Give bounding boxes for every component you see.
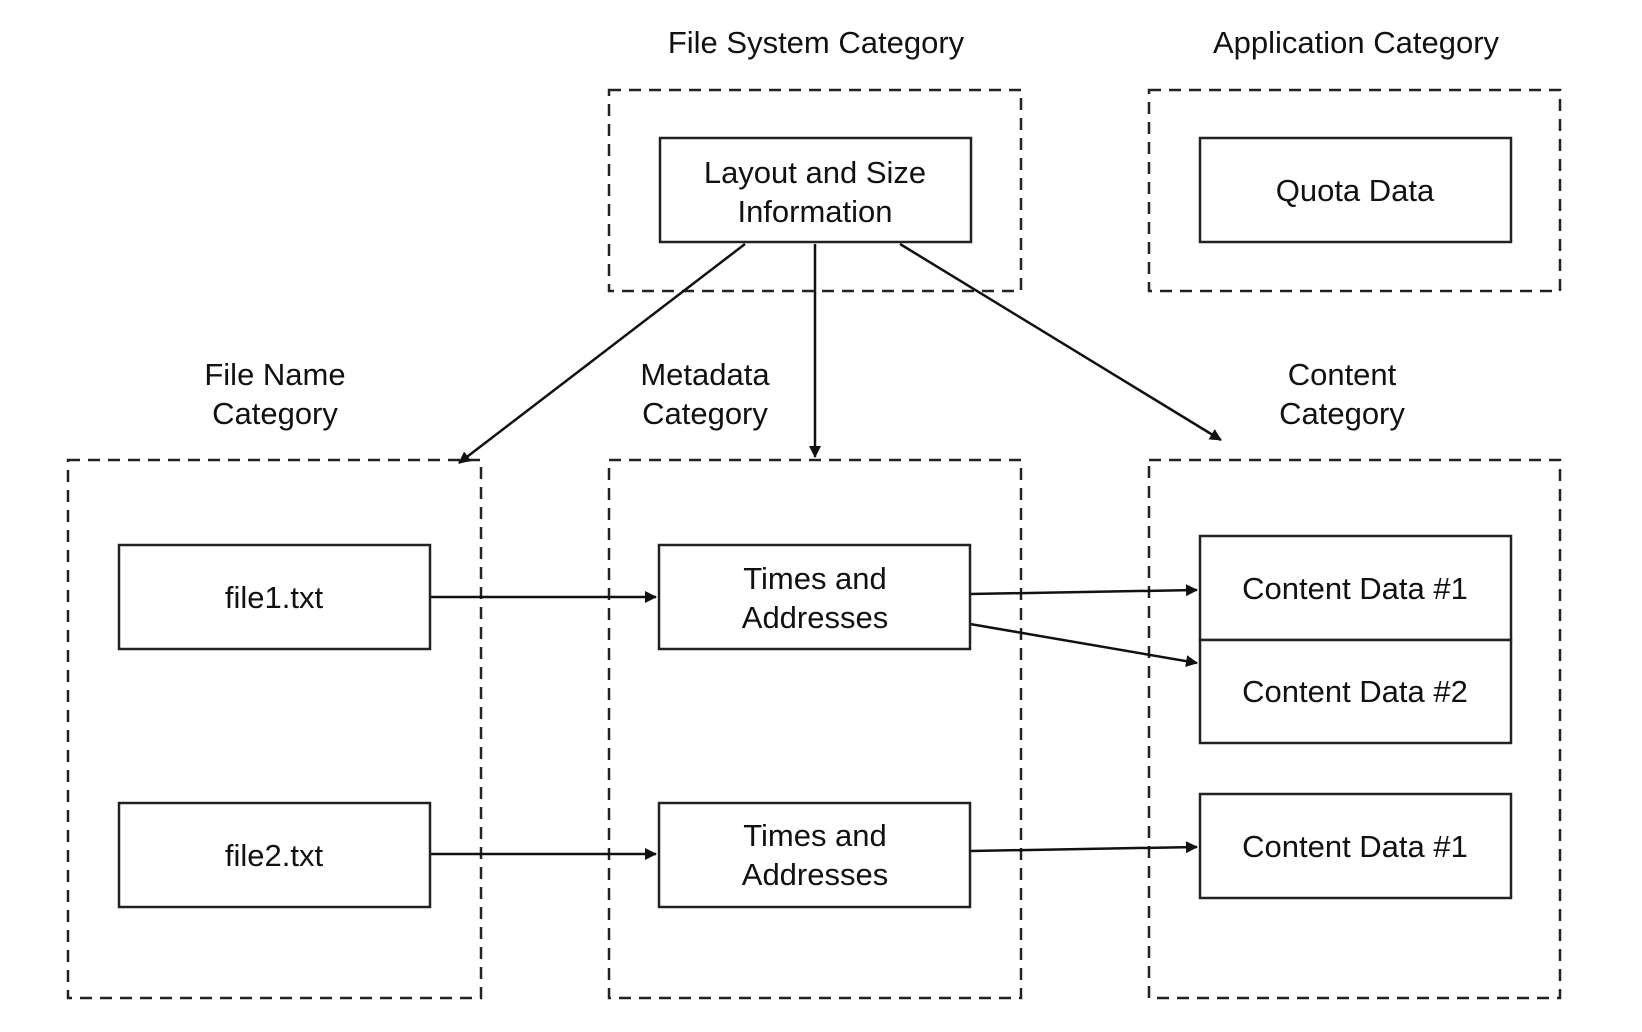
arrow-times1-to-content1 bbox=[969, 584, 1198, 597]
quota-data-box bbox=[1198, 136, 1513, 244]
layout-size-box bbox=[658, 136, 973, 244]
file1-label-line-1: file1.txt bbox=[225, 580, 324, 615]
times-addresses-1-label-line-2: Addresses bbox=[742, 600, 888, 635]
application-category-label: Application Category bbox=[1213, 25, 1500, 60]
file2-label: file2.txt bbox=[225, 838, 324, 873]
file-system-category-label-line-1: File System Category bbox=[668, 25, 965, 60]
content-data-2-label-line-1: Content Data #2 bbox=[1242, 674, 1468, 709]
file2-box bbox=[117, 801, 432, 909]
metadata-category-label-line-1: Metadata bbox=[640, 357, 770, 392]
file1-label: file1.txt bbox=[225, 580, 324, 615]
content-data-1b-box bbox=[1198, 792, 1513, 900]
times-addresses-1-label-line-1: Times and bbox=[743, 561, 887, 596]
content-data-1b-label-line-1: Content Data #1 bbox=[1242, 829, 1468, 864]
file-system-category-group bbox=[607, 88, 1023, 293]
content-category-label-line-2: Category bbox=[1279, 396, 1405, 431]
file-name-category-group bbox=[66, 458, 483, 1000]
content-data-1a-box bbox=[1198, 534, 1513, 642]
file-system-category-label: File System Category bbox=[668, 25, 965, 60]
content-category-label-line-1: Content bbox=[1288, 357, 1397, 392]
content-category-group bbox=[1147, 458, 1562, 1000]
metadata-category-group bbox=[607, 458, 1023, 1000]
content-data-1b-label: Content Data #1 bbox=[1242, 829, 1468, 864]
arrow-times1-to-content2 bbox=[969, 622, 1198, 668]
file2-label-line-1: file2.txt bbox=[225, 838, 324, 873]
file-name-category-label-line-1: File Name bbox=[204, 357, 345, 392]
layout-size-label-line-1: Layout and Size bbox=[704, 155, 926, 190]
file1-box bbox=[117, 543, 432, 651]
arrow-layout-to-file-name bbox=[458, 243, 746, 464]
times-addresses-2-label-line-2: Addresses bbox=[742, 857, 888, 892]
times-addresses-2-box bbox=[657, 801, 972, 909]
content-data-1a-label: Content Data #1 bbox=[1242, 571, 1468, 606]
layout-size-label-line-2: Information bbox=[737, 194, 892, 229]
times-addresses-2-label-line-1: Times and bbox=[743, 818, 887, 853]
content-data-2-label: Content Data #2 bbox=[1242, 674, 1468, 709]
arrow-layout-to-content bbox=[899, 242, 1222, 442]
metadata-category-label-line-2: Category bbox=[642, 396, 768, 431]
arrow-times2-to-content1b bbox=[969, 841, 1198, 854]
content-data-2-box bbox=[1198, 638, 1513, 745]
quota-data-label: Quota Data bbox=[1276, 173, 1435, 208]
application-category-label-line-1: Application Category bbox=[1213, 25, 1500, 60]
content-data-1a-label-line-1: Content Data #1 bbox=[1242, 571, 1468, 606]
file-name-category-label-line-2: Category bbox=[212, 396, 338, 431]
times-addresses-1-box bbox=[657, 543, 972, 651]
quota-data-label-line-1: Quota Data bbox=[1276, 173, 1435, 208]
application-category-group bbox=[1147, 88, 1562, 293]
